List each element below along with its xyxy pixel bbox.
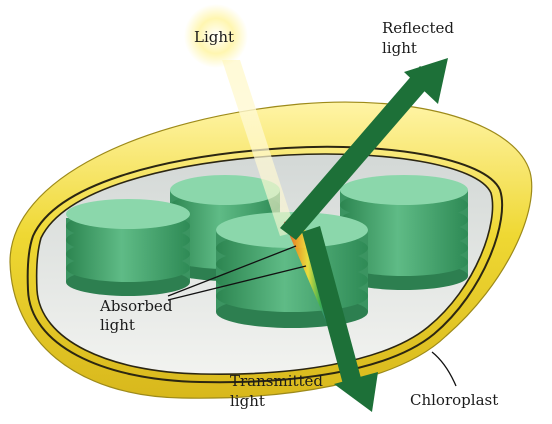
inner-membrane-outer-line bbox=[26, 145, 504, 384]
transmitted-light-arrow bbox=[302, 226, 378, 412]
reflected-light-label-line2: light bbox=[382, 39, 417, 57]
chloroplast-label: Chloroplast bbox=[410, 391, 498, 409]
reflected-light-label-line1: Reflected bbox=[382, 19, 454, 37]
reflected-light-arrow bbox=[280, 58, 448, 240]
absorbed-pointer-line-1 bbox=[167, 245, 297, 297]
transmitted-light-label-line1: Transmitted bbox=[230, 372, 323, 390]
incoming-light-beam bbox=[222, 60, 296, 236]
granum-stack-center bbox=[216, 212, 368, 328]
absorbed-light-label-line1: Absorbed bbox=[99, 297, 173, 315]
transmitted-light-label-line2: light bbox=[230, 392, 265, 410]
absorbed-light-label-line2: light bbox=[100, 316, 135, 334]
sun-icon bbox=[184, 4, 248, 68]
light-label: Light bbox=[194, 28, 234, 46]
absorbed-pointer-line-2 bbox=[167, 265, 307, 301]
granum-stack-left bbox=[66, 199, 190, 296]
chloroplast-pointer-line bbox=[431, 351, 457, 387]
